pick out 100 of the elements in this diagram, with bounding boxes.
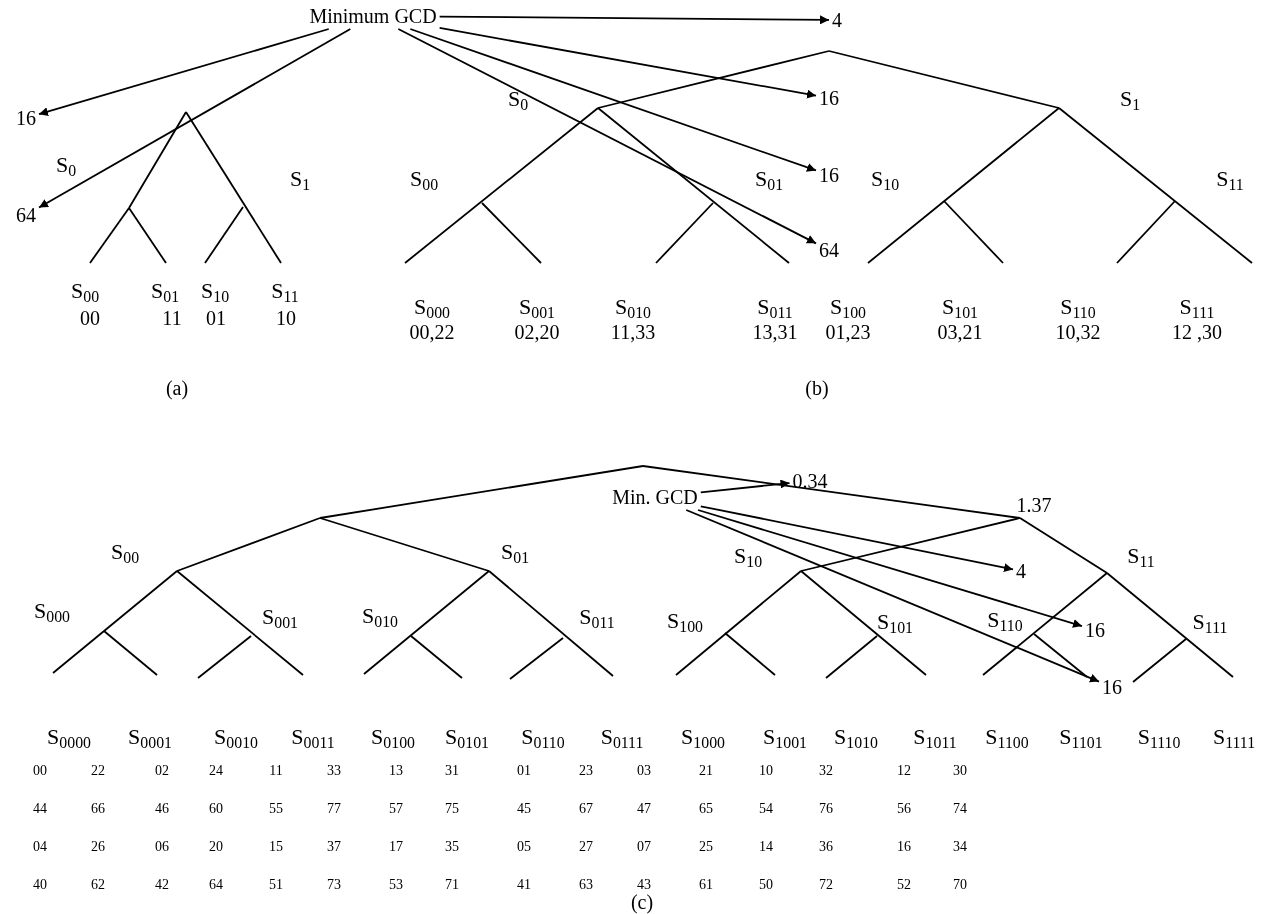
codeword-label: 11,33 (610, 321, 656, 343)
codeword-label: 05 (517, 839, 531, 855)
set-label: S$_{01}$ (500, 539, 530, 567)
panel-label: (c) (630, 891, 654, 913)
set-label: S$_{100}$ (830, 294, 866, 322)
set-label: S$_{111}$ (1179, 294, 1215, 322)
codeword-label: 11 (162, 307, 182, 329)
set-label: S$_{01}$ (754, 166, 784, 194)
codeword-label: 42 (155, 877, 169, 893)
codeword-label: 54 (759, 801, 773, 817)
codeword-label: 14 (759, 839, 773, 855)
set-label: S$_{00}$ (110, 539, 140, 567)
codeword-label: 30 (953, 763, 967, 779)
codeword-label: 13,31 (752, 321, 798, 343)
set-label: S$_{10}$ (200, 278, 230, 306)
codeword-label: 04 (33, 839, 47, 855)
codeword-label: 07 (637, 839, 651, 855)
codeword-label: 22 (91, 763, 105, 779)
set-label: S$_{0110}$ (521, 724, 565, 752)
codeword-label: 67 (579, 801, 593, 817)
codeword-label: 03,21 (937, 321, 983, 343)
panel-label: (a) (165, 377, 189, 399)
set-label: S$_{110}$ (1060, 294, 1096, 322)
set-label: S$_{001}$ (262, 604, 298, 632)
codeword-label: 02,20 (514, 321, 560, 343)
arrow (38, 28, 352, 209)
distance-value: 64 (819, 239, 839, 261)
codeword-label: 03 (637, 763, 651, 779)
codeword-label: 21 (699, 763, 713, 779)
set-label: S$_{01}$ (150, 278, 180, 306)
codeword-label: 43 (637, 877, 651, 893)
arrow (699, 505, 1014, 572)
set-label: S$_{111}$ (1192, 609, 1228, 637)
codeword-label: 44 (33, 801, 47, 817)
codeword-label: 16 (897, 839, 911, 855)
arrow (697, 509, 1083, 628)
codeword-label: 35 (445, 839, 459, 855)
set-label: S$_{0000}$ (47, 724, 91, 752)
annotation-text: Minimum GCD (309, 5, 437, 27)
codeword-label: 41 (517, 877, 531, 893)
codeword-label: 26 (91, 839, 105, 855)
codeword-label: 34 (953, 839, 967, 855)
set-label: S$_{100}$ (667, 608, 703, 636)
codeword-label: 23 (579, 763, 593, 779)
set-label: S$_{1001}$ (763, 724, 807, 752)
arrow (409, 28, 817, 172)
codeword-label: 31 (445, 763, 459, 779)
distance-value: 16 (819, 87, 839, 109)
annotation-text: Min. GCD (612, 486, 698, 508)
codeword-label: 01 (517, 763, 531, 779)
codeword-label: 12 ,30 (1172, 321, 1222, 343)
set-label: S$_{011}$ (757, 294, 793, 322)
set-label: S$_{1}$ (1119, 86, 1141, 114)
codeword-label: 75 (445, 801, 459, 817)
codeword-label: 02 (155, 763, 169, 779)
set-label: S$_{000}$ (34, 598, 70, 626)
codeword-label: 63 (579, 877, 593, 893)
codeword-label: 15 (269, 839, 283, 855)
arrow (397, 28, 817, 245)
set-label: S$_{010}$ (615, 294, 651, 322)
codeword-label: 25 (699, 839, 713, 855)
codeword-label: 64 (209, 877, 223, 893)
set-label: S$_{1101}$ (1059, 724, 1103, 752)
set-label: S$_{110}$ (987, 607, 1023, 635)
arrow (685, 509, 1100, 683)
codeword-label: 01 (206, 307, 226, 329)
distance-value: 4 (832, 9, 842, 31)
codeword-label: 33 (327, 763, 341, 779)
codeword-label: 73 (327, 877, 341, 893)
set-label: S$_{11}$ (1127, 543, 1155, 571)
codeword-label: 56 (897, 801, 911, 817)
codeword-label: 40 (33, 877, 47, 893)
codeword-label: 53 (389, 877, 403, 893)
codeword-label: 06 (155, 839, 169, 855)
set-label: S$_{0001}$ (128, 724, 172, 752)
set-label: S$_{001}$ (519, 294, 555, 322)
codeword-label: 10 (759, 763, 773, 779)
distance-value: 0.34 (792, 470, 828, 492)
codeword-label: 46 (155, 801, 169, 817)
codeword-label: 50 (759, 877, 773, 893)
set-label: S$_{101}$ (942, 294, 978, 322)
set-label: S$_{1100}$ (985, 724, 1029, 752)
codeword-label: 66 (91, 801, 105, 817)
set-label: S$_{1010}$ (834, 724, 878, 752)
set-label: S$_{101}$ (877, 609, 913, 637)
codeword-label: 36 (819, 839, 833, 855)
set-label: S$_{1011}$ (913, 724, 957, 752)
set-label: S$_{011}$ (579, 604, 615, 632)
codeword-label: 00 (80, 307, 100, 329)
codeword-label: 57 (389, 801, 403, 817)
set-label: S$_{1111}$ (1212, 724, 1256, 752)
set-label: S$_{010}$ (362, 603, 398, 631)
arrow (438, 27, 817, 99)
codeword-label: 74 (953, 801, 967, 817)
set-label: S$_{0}$ (507, 86, 529, 114)
distance-value: 64 (16, 204, 36, 226)
codeword-label: 37 (327, 839, 341, 855)
codeword-label: 47 (637, 801, 651, 817)
codeword-label: 32 (819, 763, 833, 779)
codeword-label: 00,22 (409, 321, 455, 343)
